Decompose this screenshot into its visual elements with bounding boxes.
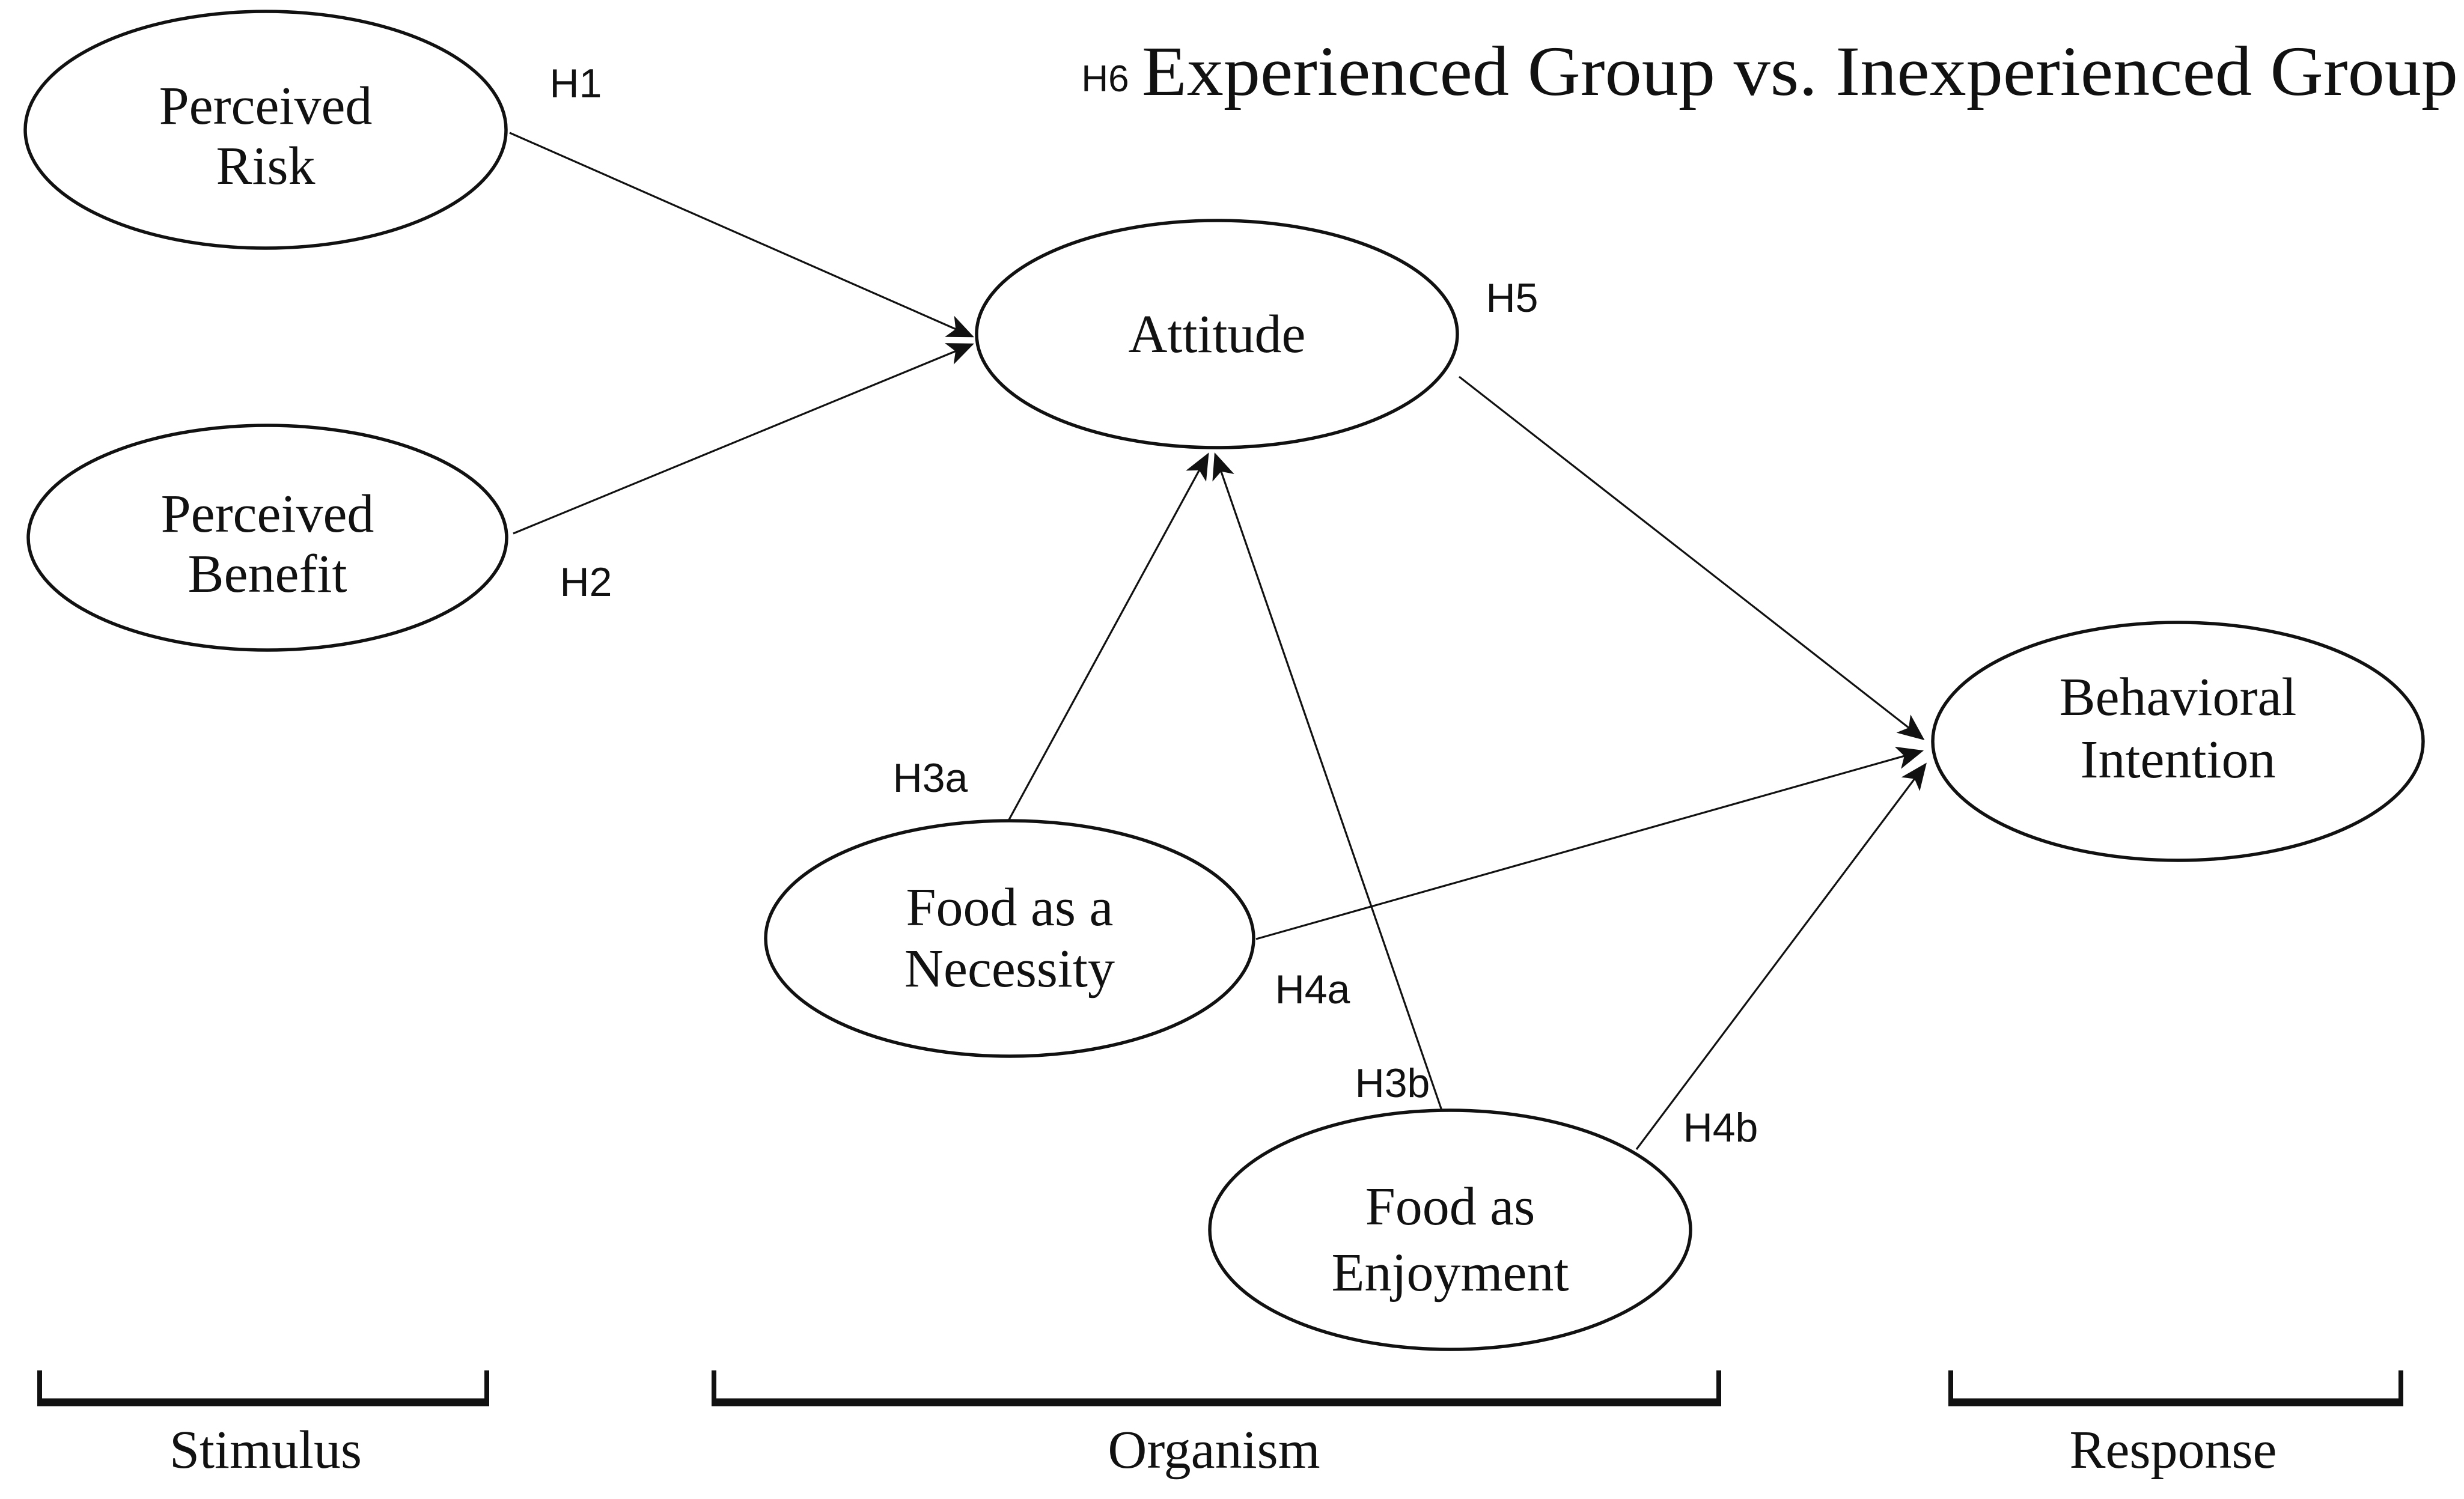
stimulus-bracket: Stimulus <box>37 1370 489 1480</box>
attitude-label: Attitude <box>1129 305 1306 364</box>
perceived-risk-ellipse <box>23 10 508 250</box>
hypothesis-label-h4b: H4b <box>1683 1105 1758 1151</box>
hypothesis-labels: H1 H2 H3a H4a H3b H4b H5 <box>550 61 1758 1151</box>
food-necessity-label-line2: Necessity <box>904 939 1115 999</box>
arrow-h4a-necessity-to-intention <box>1255 746 1924 940</box>
food-enjoyment-label-line1: Food as <box>1365 1177 1535 1236</box>
diagram-title: Experienced Group vs. Inexperienced Grou… <box>1142 32 2458 111</box>
node-perceived-benefit: Perceived Benefit <box>26 424 508 652</box>
hypothesis-label-h3b: H3b <box>1355 1060 1430 1106</box>
section-label-response: Response <box>2070 1420 2277 1480</box>
arrow-h4b-enjoyment-to-intention <box>1635 762 1927 1150</box>
attitude-ellipse <box>975 219 1459 449</box>
path-arrows <box>509 132 1927 1150</box>
organism-bracket: Organism <box>712 1370 1721 1480</box>
hypothesis-label-h5: H5 <box>1486 275 1538 321</box>
node-food-as-enjoyment: Food as Enjoyment <box>1208 1108 1692 1351</box>
hypothesis-label-h1: H1 <box>550 61 602 106</box>
perceived-risk-label-line2: Risk <box>216 136 315 196</box>
perceived-risk-label-line1: Perceived <box>159 76 373 136</box>
hypothesis-label-h6: H6 <box>1081 58 1129 100</box>
food-necessity-label-line1: Food as a <box>906 878 1114 937</box>
node-perceived-risk: Perceived Risk <box>23 10 508 250</box>
perceived-benefit-label-line2: Benefit <box>188 544 347 604</box>
section-label-stimulus: Stimulus <box>169 1420 362 1480</box>
arrow-h2-benefit-to-attitude <box>513 343 974 535</box>
node-food-as-necessity: Food as a Necessity <box>764 819 1255 1058</box>
diagram-header: H6 Experienced Group vs. Inexperienced G… <box>1081 32 2458 111</box>
perceived-benefit-label-line1: Perceived <box>161 484 374 544</box>
food-enjoyment-ellipse <box>1208 1108 1692 1351</box>
perceived-benefit-ellipse <box>26 424 508 652</box>
food-necessity-ellipse <box>764 819 1255 1058</box>
arrow-h1-risk-to-attitude <box>509 132 974 338</box>
hypothesis-label-h2: H2 <box>560 559 612 605</box>
hypothesis-label-h3a: H3a <box>893 755 968 801</box>
behavioral-intention-label-line1: Behavioral <box>2060 667 2297 727</box>
hypothesis-label-h4a: H4a <box>1275 967 1350 1012</box>
food-enjoyment-label-line2: Enjoyment <box>1332 1243 1569 1303</box>
behavioral-intention-ellipse <box>1931 621 2425 862</box>
node-attitude: Attitude <box>975 219 1459 449</box>
arrow-h3a-necessity-to-attitude <box>1007 452 1209 821</box>
arrow-h5-attitude-to-intention <box>1459 376 1925 740</box>
node-behavioral-intention: Behavioral Intention <box>1931 621 2425 862</box>
behavioral-intention-label-line2: Intention <box>2081 730 2276 789</box>
arrow-h3b-enjoyment-to-attitude <box>1212 452 1443 1111</box>
response-bracket: Response <box>1948 1370 2403 1480</box>
section-label-organism: Organism <box>1108 1420 1320 1480</box>
